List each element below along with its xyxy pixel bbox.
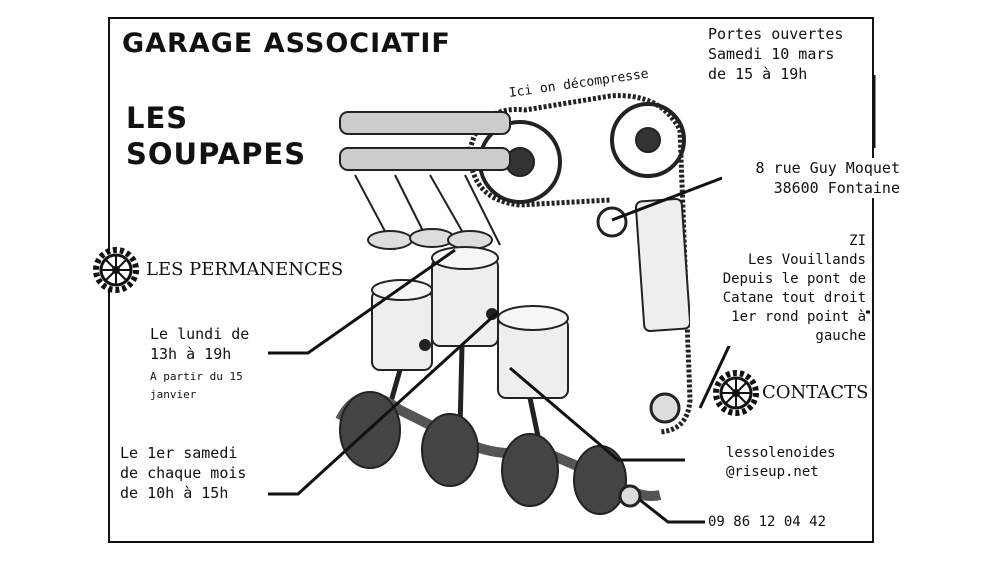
permanences-heading: LES PERMANENCES	[144, 259, 346, 280]
monday-line2: 13h à 19h	[150, 345, 232, 363]
gear-icon-contacts	[713, 370, 759, 416]
monday-note: A partir du 15 janvier	[150, 368, 243, 404]
email-line2: @riseup.net	[726, 464, 819, 480]
directions-block: ZI Les Vouillands Depuis le pont de Cata…	[690, 232, 866, 346]
directions-line3: Depuis le pont de	[722, 271, 866, 287]
open-day-line1: Portes ouvertes	[708, 25, 844, 43]
directions-line5: 1er rond point à	[731, 309, 866, 325]
title-soupapes-word: SOUPAPES	[126, 137, 307, 171]
gear-icon-permanences	[93, 247, 139, 293]
saturday-line2: de chaque mois	[120, 464, 247, 482]
title-garage: GARAGE ASSOCIATIF	[122, 28, 451, 59]
open-day-line3: de 15 à 19h	[708, 65, 808, 83]
monday-block: Le lundi de 13h à 19h	[150, 324, 250, 364]
directions-line6: gauche	[815, 328, 866, 344]
open-day-block: Portes ouvertes Samedi 10 mars de 15 à 1…	[708, 24, 844, 84]
phone-number: 09 86 12 04 42	[708, 513, 827, 532]
saturday-line1: Le 1er samedi	[120, 444, 238, 462]
saturday-line3: de 10h à 15h	[120, 484, 229, 502]
monday-note-line1: A partir du 15	[150, 370, 243, 383]
directions-line1: ZI	[849, 233, 866, 249]
address-line2: 38600 Fontaine	[773, 179, 900, 197]
address-block: 8 rue Guy Moquet 38600 Fontaine	[722, 158, 900, 198]
title-soupapes: LES SOUPAPES	[126, 100, 346, 172]
title-les: LES	[126, 101, 189, 135]
directions-line4: Catane tout droit	[722, 290, 866, 306]
email-block: lessolenoides @riseup.net	[726, 444, 836, 482]
contacts-heading: CONTACTS	[760, 382, 871, 403]
email-line1: lessolenoides	[726, 445, 836, 461]
saturday-block: Le 1er samedi de chaque mois de 10h à 15…	[120, 443, 247, 503]
address-line1: 8 rue Guy Moquet	[755, 159, 901, 177]
monday-note-line2: janvier	[150, 388, 197, 401]
monday-line1: Le lundi de	[150, 325, 250, 343]
open-day-line2: Samedi 10 mars	[708, 45, 835, 63]
directions-line2: Les Vouillands	[747, 252, 866, 268]
